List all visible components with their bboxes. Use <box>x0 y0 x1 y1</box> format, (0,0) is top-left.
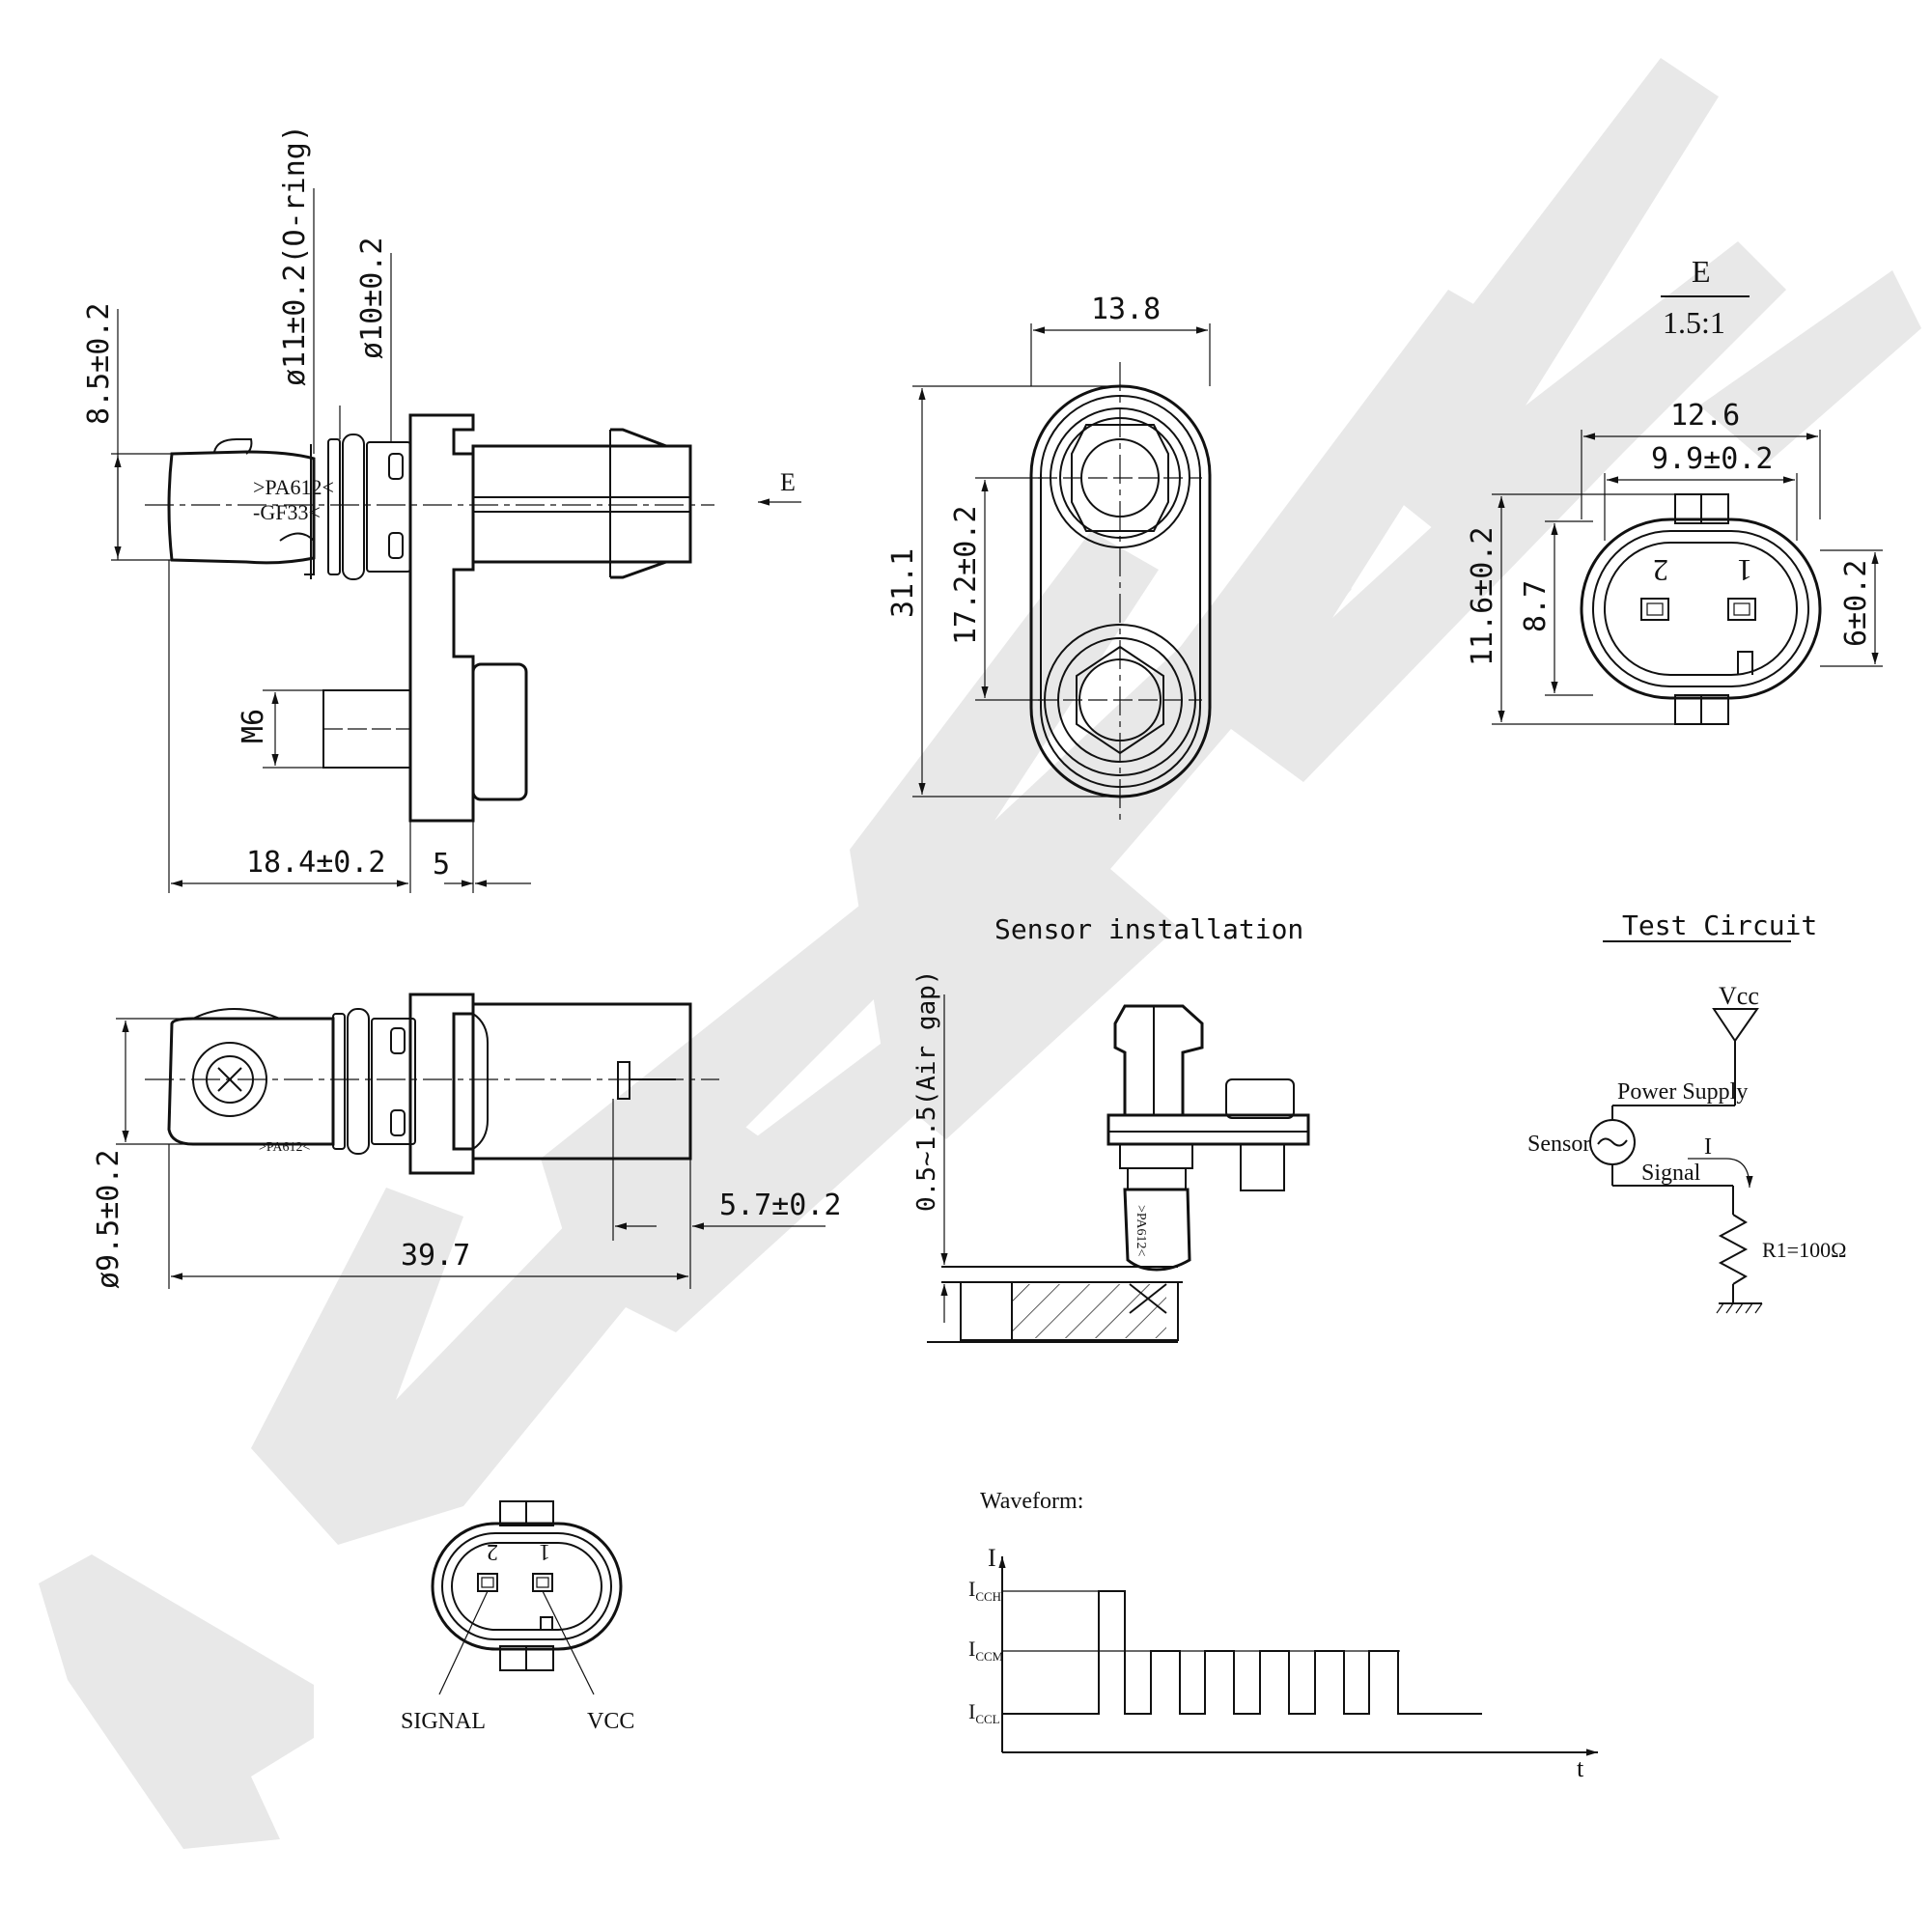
material-marking-1: >PA612< <box>253 475 334 499</box>
level-high-label: ICCH <box>968 1577 1001 1604</box>
dim-body-diameter: ø10±0.2 <box>355 238 389 359</box>
waveform: Waveform: I t ICCH ICCM ICCL <box>968 1489 1598 1782</box>
dim-height-top: 8.5±0.2 <box>82 303 116 425</box>
connector-pinout: 2 1 SIGNAL VCC <box>401 1500 634 1734</box>
front-view: 13.8 31.1 17.2±0.2 <box>886 293 1212 826</box>
signal-label: Signal <box>1641 1161 1701 1186</box>
dim-front-pitch: 17.2±0.2 <box>949 506 983 646</box>
dim-detail-pin-height: 6±0.2 <box>1839 560 1873 647</box>
connector-pin-2: 2 <box>487 1539 498 1564</box>
signal-pin-label: SIGNAL <box>401 1709 486 1734</box>
current-label: I <box>1704 1134 1712 1160</box>
section-label-e: E <box>780 468 796 496</box>
dim-detail-inner-width: 9.9±0.2 <box>1651 442 1773 476</box>
dim-front-height: 31.1 <box>886 548 920 618</box>
watermark <box>39 58 1921 1849</box>
detail-e: E 1.5:1 2 1 12.6 9.9±0.2 11.6±0.2 8.7 <box>1466 254 1883 725</box>
dim-detail-inner-height: 8.7 <box>1519 580 1553 632</box>
dim-flange: 5 <box>433 848 450 882</box>
vcc-pin-label: VCC <box>587 1709 634 1734</box>
connector-pin-1: 1 <box>539 1539 550 1564</box>
dim-length-left: 18.4±0.2 <box>246 846 386 880</box>
dim-detail-outer-width: 12.6 <box>1670 399 1740 433</box>
resistor-label: R1=100Ω <box>1762 1238 1846 1262</box>
waveform-y-axis: I <box>988 1544 996 1572</box>
side-view: >PA612< -GF33< 8.5±0.2 ø11±0.2(O-ring) ø… <box>82 125 801 893</box>
installation-title: Sensor installation <box>994 913 1303 945</box>
waveform-title: Waveform: <box>980 1489 1083 1514</box>
dim-oring-diameter: ø11±0.2(O-ring) <box>278 125 312 386</box>
level-mid-label: ICCM <box>968 1637 1004 1664</box>
material-marking-bottom: >PA612< <box>259 1140 311 1155</box>
sensor-installation: Sensor installation >PA612< 0.5~1.5(Air … <box>912 913 1310 1343</box>
power-supply-label: Power Supply <box>1617 1079 1748 1105</box>
test-circuit: Test Circuit Vcc Power Supply Sensor Sig… <box>1527 910 1846 1314</box>
dim-bottom-length: 39.7 <box>401 1239 470 1273</box>
dim-air-gap: 0.5~1.5(Air gap) <box>912 970 941 1212</box>
material-marking-2: -GF33< <box>253 500 321 524</box>
pin-1-label: 1 <box>1737 553 1752 588</box>
installation-marking: >PA612< <box>1134 1205 1148 1257</box>
dim-front-width: 13.8 <box>1091 293 1161 326</box>
dim-bottom-diameter: ø9.5±0.2 <box>92 1150 126 1290</box>
detail-e-label: E <box>1692 254 1711 289</box>
dim-detail-outer-height: 11.6±0.2 <box>1466 527 1499 667</box>
detail-e-scale: 1.5:1 <box>1663 305 1725 340</box>
dim-bottom-offset: 5.7±0.2 <box>719 1189 841 1222</box>
test-circuit-title: Test Circuit <box>1622 910 1817 941</box>
level-low-label: ICCL <box>968 1699 1000 1726</box>
sensor-label: Sensor <box>1527 1132 1590 1157</box>
pin-2-label: 2 <box>1653 553 1668 588</box>
bottom-view: >PA612< ø9.5±0.2 39.7 5.7±0.2 <box>92 993 841 1290</box>
waveform-x-axis: t <box>1577 1754 1584 1782</box>
dim-thread: M6 <box>237 709 270 743</box>
vcc-label: Vcc <box>1719 982 1759 1010</box>
